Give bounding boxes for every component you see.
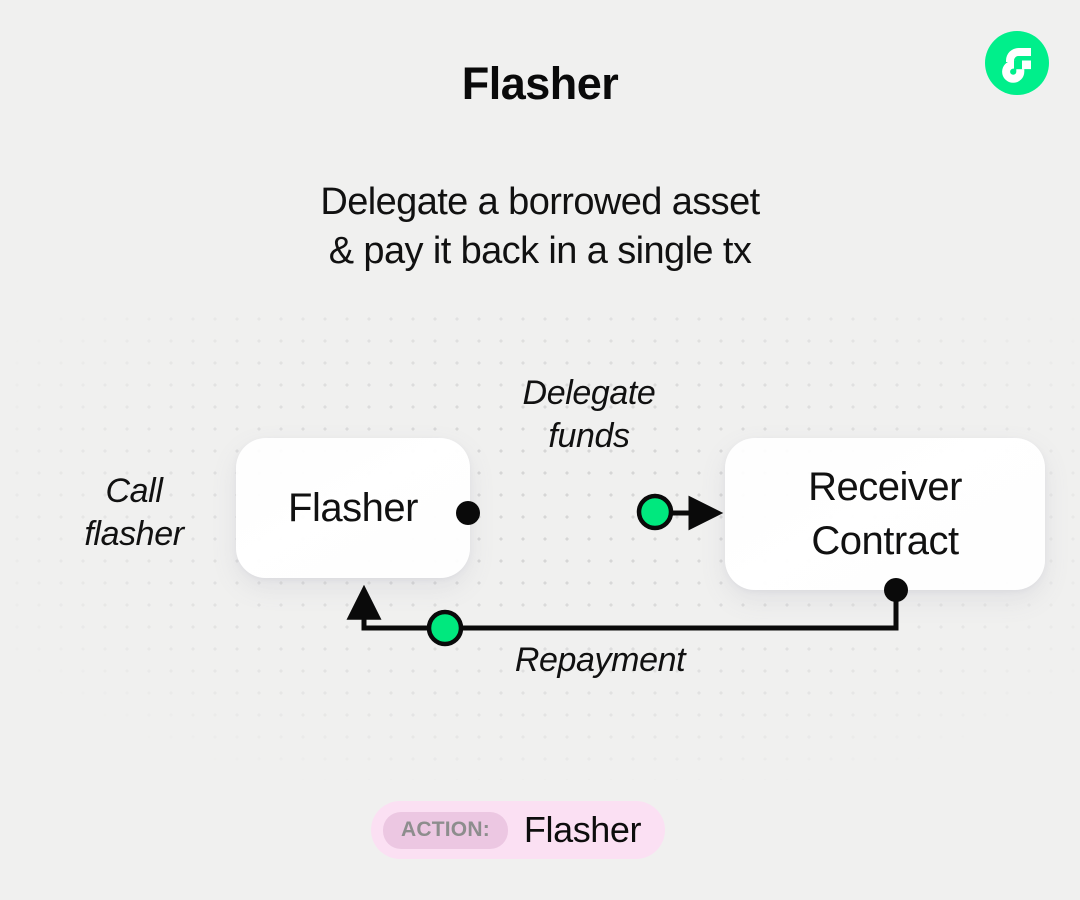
- edge-source-dot: [884, 578, 908, 602]
- edge-delegate-funds: [456, 493, 724, 531]
- edge-label-call-flasher: Call flasher: [84, 472, 184, 553]
- flow-logo-icon: [985, 31, 1049, 95]
- node-flasher[interactable]: Flasher: [236, 438, 470, 578]
- page-title: Flasher: [461, 58, 619, 109]
- diagram-canvas: Flasher Receiver Contract Call flasher D…: [0, 300, 1080, 780]
- repayment-token-dot: [426, 609, 464, 647]
- delegate-token-dot: [636, 493, 674, 531]
- edge-label-delegate-funds: Delegate funds: [522, 374, 656, 455]
- edge-repayment: [346, 578, 908, 647]
- action-badge-value: Flasher: [523, 809, 642, 850]
- action-badge-tag: ACTION:: [383, 811, 508, 849]
- node-receiver-contract[interactable]: Receiver Contract: [725, 438, 1045, 590]
- edge-label-repayment: Repayment: [514, 641, 686, 679]
- edge-source-dot: [456, 501, 480, 525]
- node-receiver-contract-label: Receiver Contract: [808, 465, 962, 563]
- node-flasher-label: Flasher: [288, 485, 418, 530]
- page-subtitle: Delegate a borrowed asset & pay it back …: [320, 181, 760, 272]
- action-badge: ACTION: Flasher: [371, 801, 666, 859]
- edge-connectors: [346, 493, 908, 647]
